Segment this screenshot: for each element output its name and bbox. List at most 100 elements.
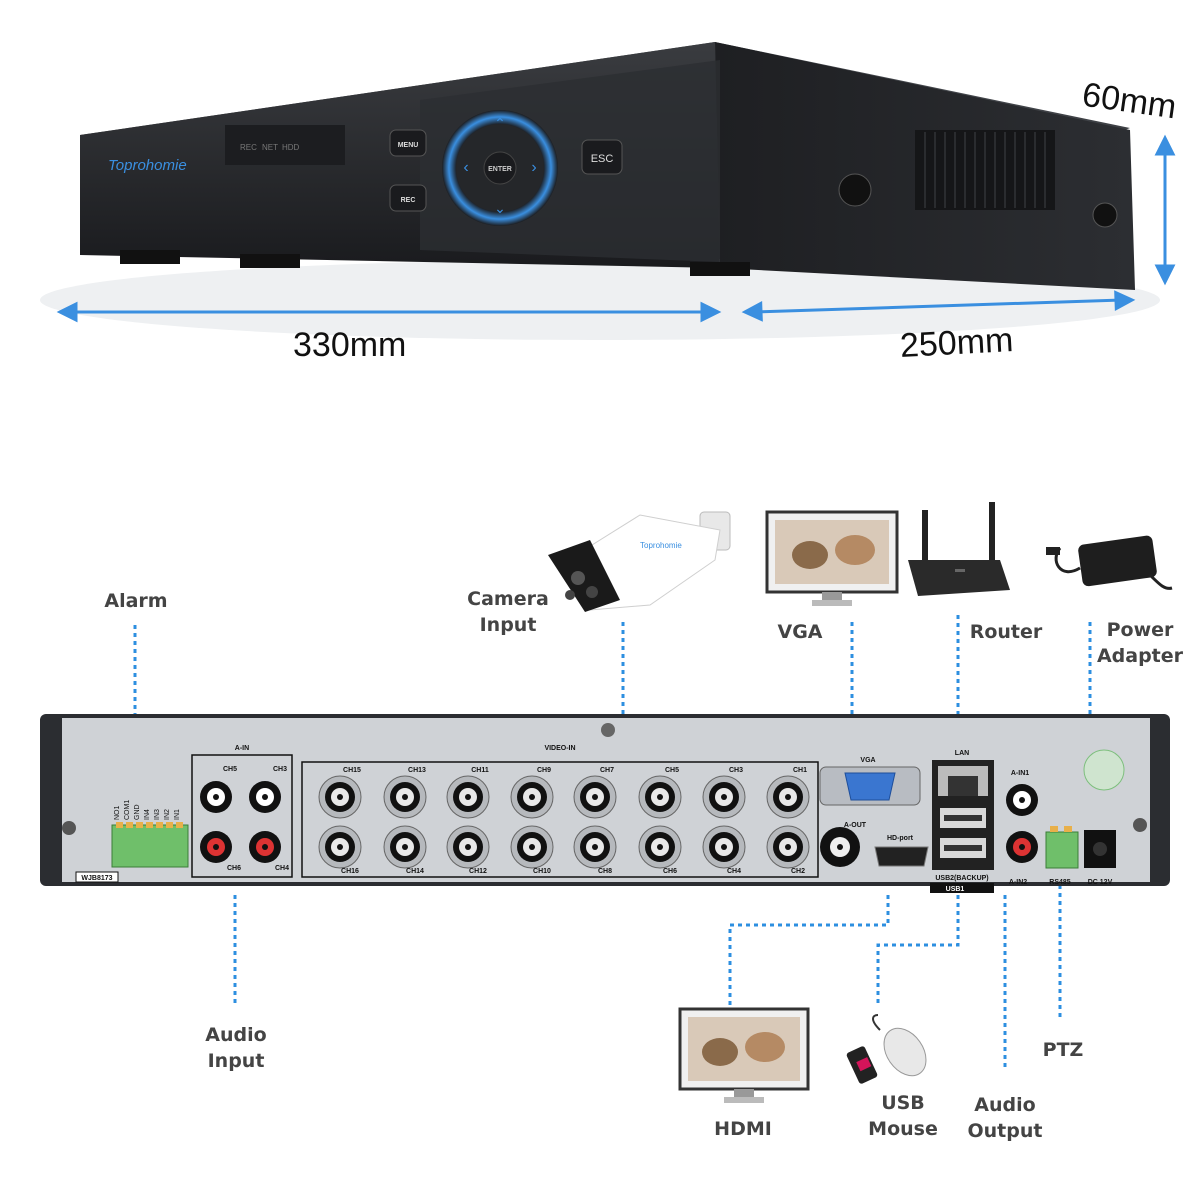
label-hdmi: HDMI [714,1118,772,1140]
bnc-channel-label: CH11 [471,767,489,774]
bnc-connector [573,775,617,819]
label-power-adapter: Power Adapter [1088,617,1192,669]
enter-button [483,151,517,185]
hdmi-port [874,846,929,867]
bnc-channel-label: CH4 [727,868,741,875]
bnc-channel-label: CH8 [598,868,612,875]
bnc-connector [318,775,362,819]
label-ptz: PTZ [1042,1039,1084,1061]
bnc-connector [510,775,554,819]
bnc-connector [383,775,427,819]
dimension-arrows [56,134,1176,323]
bnc-connector [766,825,810,869]
menu-button [389,129,427,157]
label-line: Power [1106,619,1174,641]
alarm-pin: IN2 [164,809,171,820]
width-dimension: 330mm [293,326,407,364]
label-line: Audio [205,1024,267,1046]
rec-label: REC [401,197,416,204]
indicator-net: NET [262,143,278,152]
esc-label: ESC [591,153,614,165]
bnc-connector [446,825,490,869]
usb1-label: USB1 [946,886,965,893]
enter-label: ENTER [488,166,512,173]
a-in-label: CH6 [227,865,241,872]
a-in-label: CH5 [223,766,237,773]
bnc-connector [446,775,490,819]
bnc-channel-label: CH2 [791,868,805,875]
alarm-pins: NO1 COM1 GND IN4 IN3 IN2 IN1 [114,800,181,820]
usb-mouse-device [846,1014,927,1084]
nav-up-icon: ⌃ [494,115,506,131]
hd-port-label: HD-port [887,835,914,842]
bnc-channel-label: CH9 [537,767,551,774]
bnc-connector [702,775,746,819]
a-in2-label: A-IN2 [1009,879,1027,886]
label-router: Router [969,621,1043,643]
bnc-channel-label: CH15 [343,767,361,774]
dvr-front-view: ENTER ⌃ ‹ › ⌄ MENU REC ESC REC NET HDD T… [40,42,1176,340]
bnc-channel-label: CH13 [408,767,426,774]
dvr-foot [240,254,300,268]
bnc-channel-label: CH5 [665,767,679,774]
label-usb-mouse: USB Mouse [860,1090,946,1142]
a-in-title: A-IN [235,745,249,752]
bnc-connector [702,825,746,869]
panel-screw [1133,818,1147,832]
bnc-connector [638,775,682,819]
dvr-foot [120,250,180,264]
label-line: Mouse [868,1118,938,1140]
side-screw [838,173,872,207]
router-device [908,502,1010,596]
alarm-pin: IN1 [174,809,181,820]
rs485-terminal [1045,831,1079,869]
nav-right-icon: › [531,159,536,176]
side-screw [1092,202,1118,228]
a-out-label: A-OUT [844,822,867,829]
rs485-label: RS485 [1049,879,1071,886]
vga-port-label: VGA [860,757,875,764]
depth-dimension: 250mm [899,321,1015,365]
bnc-channel-label: CH10 [533,868,551,875]
menu-label: MENU [398,142,419,149]
bnc-connector [383,825,427,869]
hdmi-monitor [678,1007,810,1103]
bnc-connector [510,825,554,869]
side-vents [915,130,1055,210]
vga-port [819,766,921,806]
connection-diagram: Toprohomie NO1 [40,502,1173,1103]
label-audio-output: Audio Output [960,1092,1050,1144]
alarm-terminal [111,822,189,868]
indicator-window [225,125,345,165]
bnc-channel-label: CH14 [406,868,424,875]
power-adapter-device [1046,535,1173,590]
alarm-pin: IN4 [144,809,151,820]
indicator-hdd: HDD [282,143,300,152]
camera-brand: Toprohomie [640,541,682,550]
label-audio-input: Audio Input [196,1022,276,1074]
brand-logo: Toprohomie [108,157,187,174]
video-in-title: VIDEO-IN [544,745,575,752]
dc-label: DC 12V [1088,879,1113,886]
a-in-block [191,754,293,878]
bnc-channel-label: CH7 [600,767,614,774]
indicator-rec: REC [240,143,257,152]
vga-monitor [765,510,899,606]
alarm-pin: GND [134,804,141,820]
label-line: Input [207,1050,265,1072]
bnc-channel-label: CH3 [729,767,743,774]
panel-screw [62,821,76,835]
label-line: Camera [467,588,549,610]
label-line: Input [479,614,537,636]
label-vga: VGA [777,621,823,643]
usb2-label: USB2(BACKUP) [935,875,988,882]
camera-device: Toprohomie [548,511,731,612]
bnc-connector [318,825,362,869]
bnc-channel-label: CH1 [793,767,807,774]
label-line: USB [881,1092,925,1114]
bnc-channel-label: CH6 [663,868,677,875]
bnc-connector [573,825,617,869]
lan-label: LAN [955,750,969,757]
bnc-channel-label: CH16 [341,868,359,875]
